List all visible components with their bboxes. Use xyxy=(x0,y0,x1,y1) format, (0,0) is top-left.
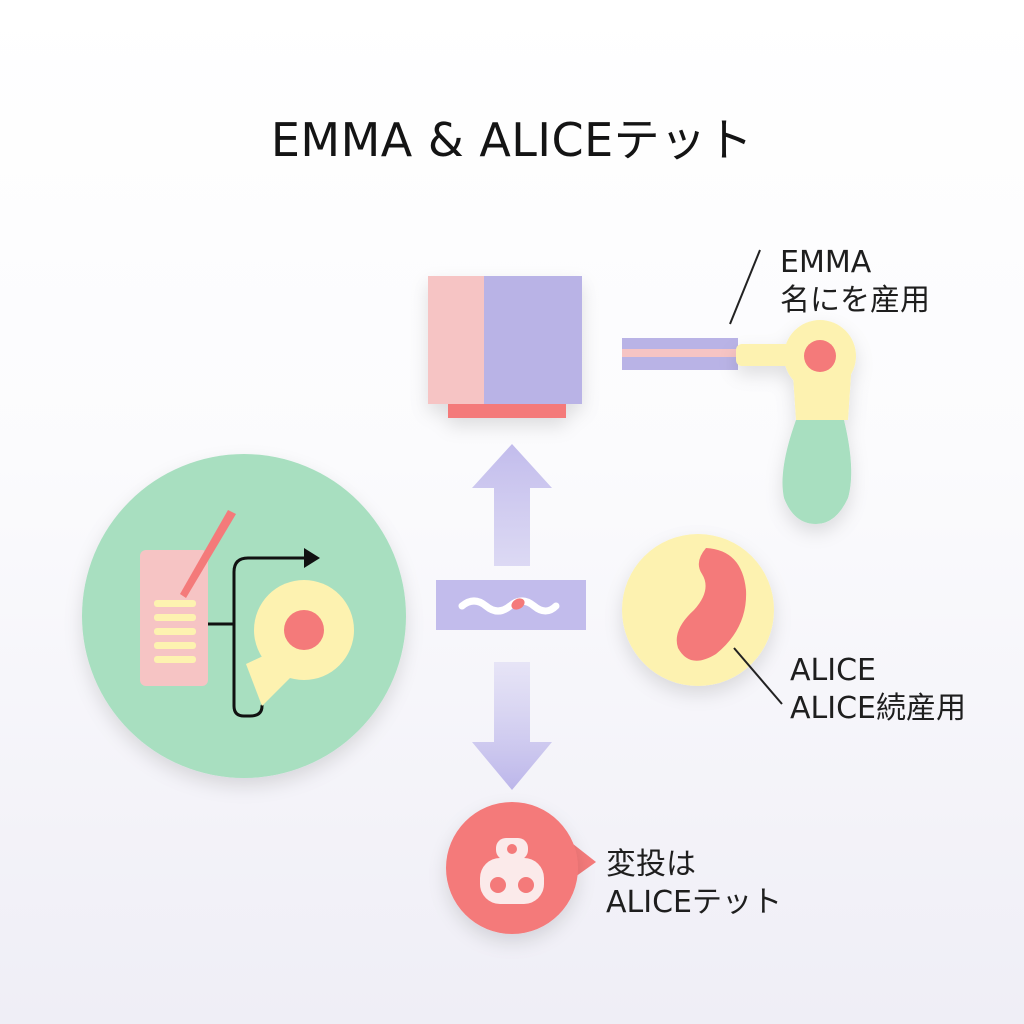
connector-bar-stripe xyxy=(622,349,738,357)
key-icon xyxy=(736,320,856,524)
result-label: 変投は ALICEテット xyxy=(606,846,782,921)
diagram-title: EMMA & ALICEテット xyxy=(270,113,754,167)
key-dot xyxy=(804,340,836,372)
emma-block-lavender-panel xyxy=(484,276,582,404)
emma-block-pink-panel xyxy=(428,276,486,404)
pen-icon xyxy=(180,510,236,598)
process-card xyxy=(436,580,586,630)
flow-arrow-path xyxy=(232,556,308,718)
face-eye-right xyxy=(518,877,534,893)
key-small-dot xyxy=(284,610,324,650)
alice-leader-line xyxy=(733,647,783,705)
flow-arrow-head xyxy=(304,548,320,568)
emma-process-circle xyxy=(82,454,406,778)
alice-circle xyxy=(622,534,774,686)
alice-label: ALICE ALICE続産用 xyxy=(790,652,966,727)
result-bubble xyxy=(446,802,596,934)
emma-leader-line xyxy=(729,249,761,325)
emma-label-line2: 名にを産用 xyxy=(780,282,930,318)
alice-label-line1: ALICE xyxy=(790,653,876,688)
result-label-line1: 変投は xyxy=(606,847,696,882)
alice-label-line2: ALICE続産用 xyxy=(790,690,966,726)
wave-icon xyxy=(458,597,560,615)
emma-connector-bar xyxy=(622,338,738,370)
note-lines xyxy=(154,600,196,663)
arrow-down-icon xyxy=(472,662,552,790)
emma-block xyxy=(428,276,582,418)
emma-label: EMMA 名にを産用 xyxy=(780,244,930,319)
emma-label-line1: EMMA xyxy=(780,245,872,280)
mint-circle xyxy=(82,454,406,778)
face-eye-left xyxy=(490,877,506,893)
result-label-line2: ALICEテット xyxy=(606,884,782,920)
arrow-up-icon xyxy=(472,444,552,566)
process-card-dot xyxy=(511,598,525,610)
drop-icon xyxy=(676,548,747,661)
